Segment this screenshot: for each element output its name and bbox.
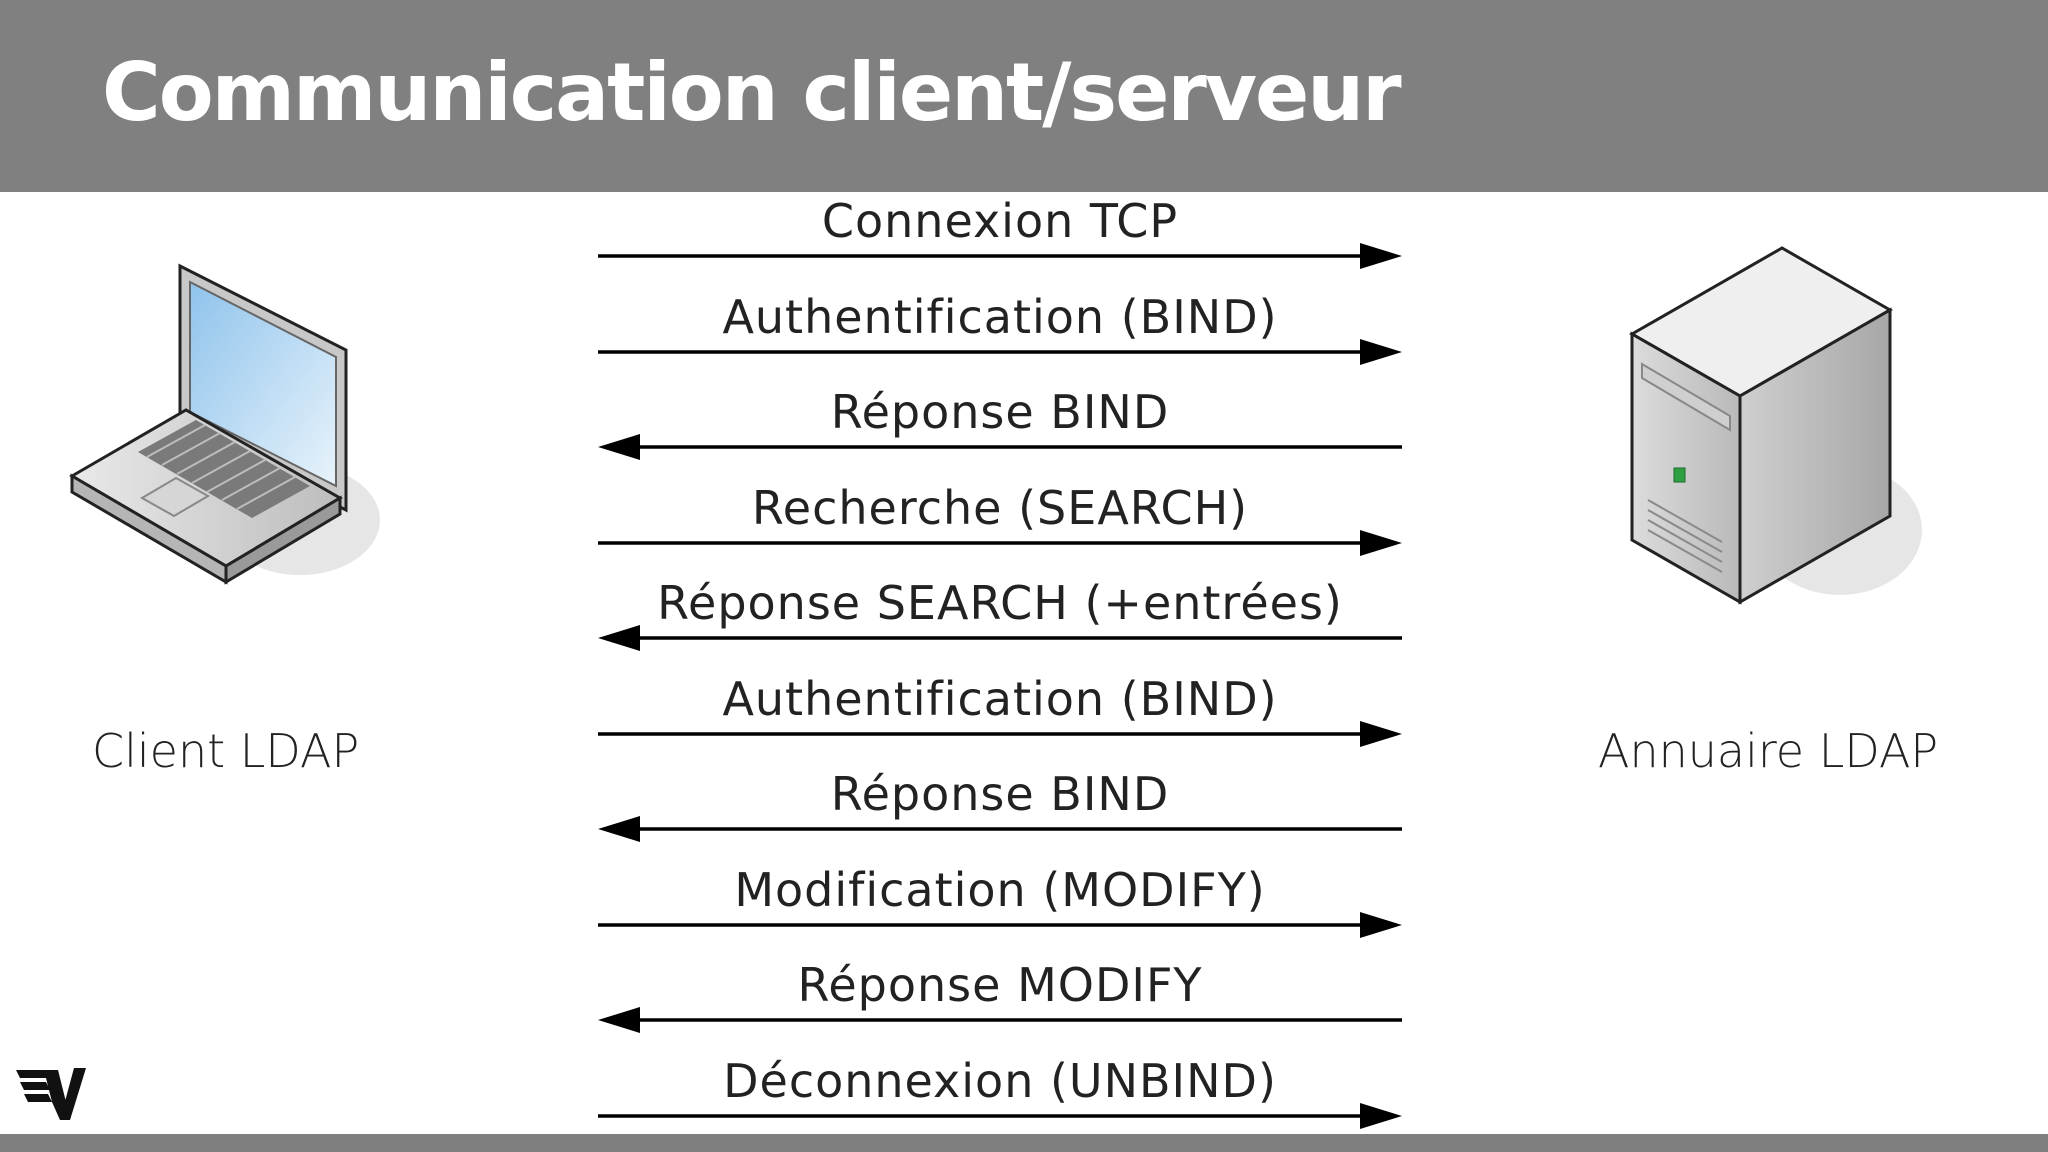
message-label: Réponse BIND (830, 385, 1170, 439)
server-label: Annuaire LDAP (1598, 724, 1939, 778)
message-label: Réponse SEARCH (+entrées) (657, 576, 1343, 630)
message-label: Réponse MODIFY (797, 958, 1203, 1012)
message-label: Authentification (BIND) (722, 672, 1278, 726)
arrowhead-right-icon (1360, 721, 1402, 747)
message-label: Déconnexion (UNBIND) (723, 1054, 1277, 1108)
arrowhead-right-icon (1360, 912, 1402, 938)
arrowhead-right-icon (1360, 339, 1402, 365)
arrowhead-right-icon (1360, 1103, 1402, 1129)
arrowhead-right-icon (1360, 243, 1402, 269)
message-label: Recherche (SEARCH) (751, 481, 1249, 535)
arrowhead-left-icon (598, 1007, 640, 1033)
header-bar: Communication client/serveur (0, 0, 2048, 192)
message-label: Réponse BIND (830, 767, 1170, 821)
arrowhead-left-icon (598, 434, 640, 460)
footer-bar (0, 1134, 2048, 1152)
server-icon (1628, 246, 1922, 605)
client-label: Client LDAP (92, 724, 360, 778)
arrowhead-left-icon (598, 625, 640, 651)
message-label: Authentification (BIND) (722, 290, 1278, 344)
brand-logo-icon (16, 1068, 86, 1120)
page-title: Communication client/serveur (102, 46, 1402, 139)
laptop-icon (69, 263, 380, 585)
arrowhead-left-icon (598, 816, 640, 842)
arrowhead-right-icon (1360, 530, 1402, 556)
message-label: Connexion TCP (821, 194, 1179, 248)
message-label: Modification (MODIFY) (734, 863, 1266, 917)
